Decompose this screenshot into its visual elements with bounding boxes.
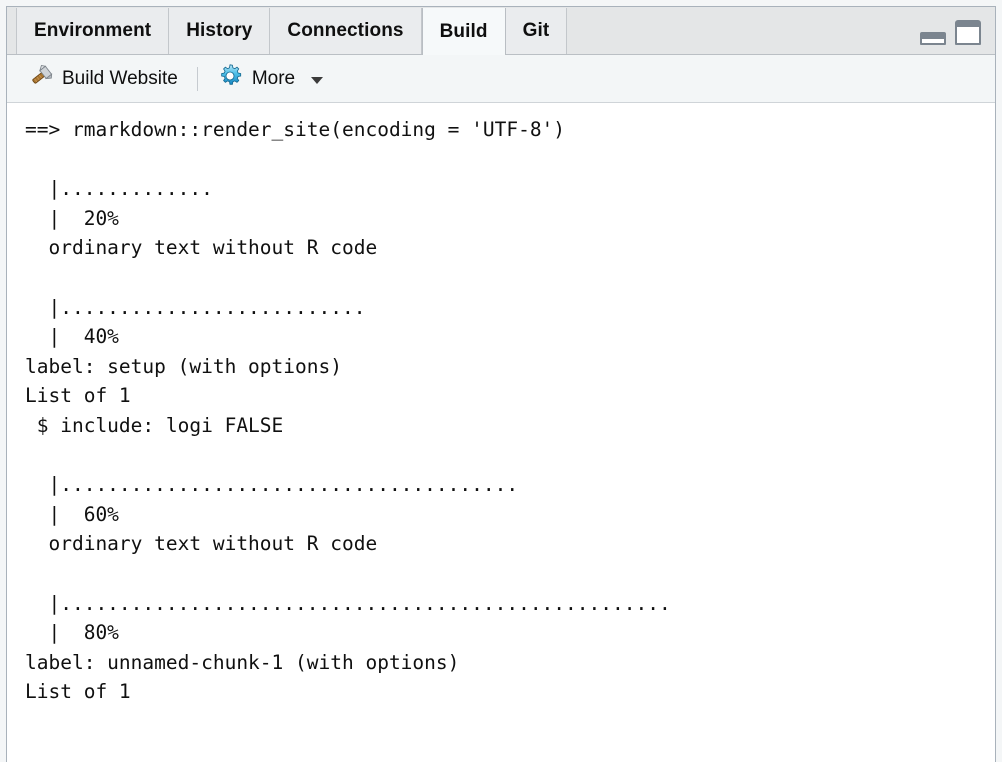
build-pane: Environment History Connections Build Gi… [6,6,996,762]
minimize-pane-icon[interactable] [920,32,946,45]
hammer-icon [27,63,53,95]
build-output-text: |............. | 20% ordinary text witho… [25,177,671,704]
tab-git[interactable]: Git [505,8,568,54]
toolbar-separator [196,66,198,91]
tab-connections[interactable]: Connections [270,8,422,54]
build-website-label: Build Website [62,67,178,89]
more-menu-button[interactable]: More [211,60,329,98]
window-controls [920,20,981,45]
tab-environment[interactable]: Environment [16,8,170,54]
build-command-line: ==> rmarkdown::render_site(encoding = 'U… [25,118,566,141]
more-menu-label: More [251,67,296,89]
build-toolbar: Build Website [7,55,995,103]
chevron-down-icon [311,76,324,84]
build-website-button[interactable]: Build Website [21,60,184,98]
gear-icon [217,63,243,95]
tab-build[interactable]: Build [421,8,506,55]
tab-history[interactable]: History [169,8,271,54]
maximize-pane-icon[interactable] [955,20,981,45]
build-output-console[interactable]: ==> rmarkdown::render_site(encoding = 'U… [7,103,995,762]
pane-tab-strip: Environment History Connections Build Gi… [7,7,995,55]
